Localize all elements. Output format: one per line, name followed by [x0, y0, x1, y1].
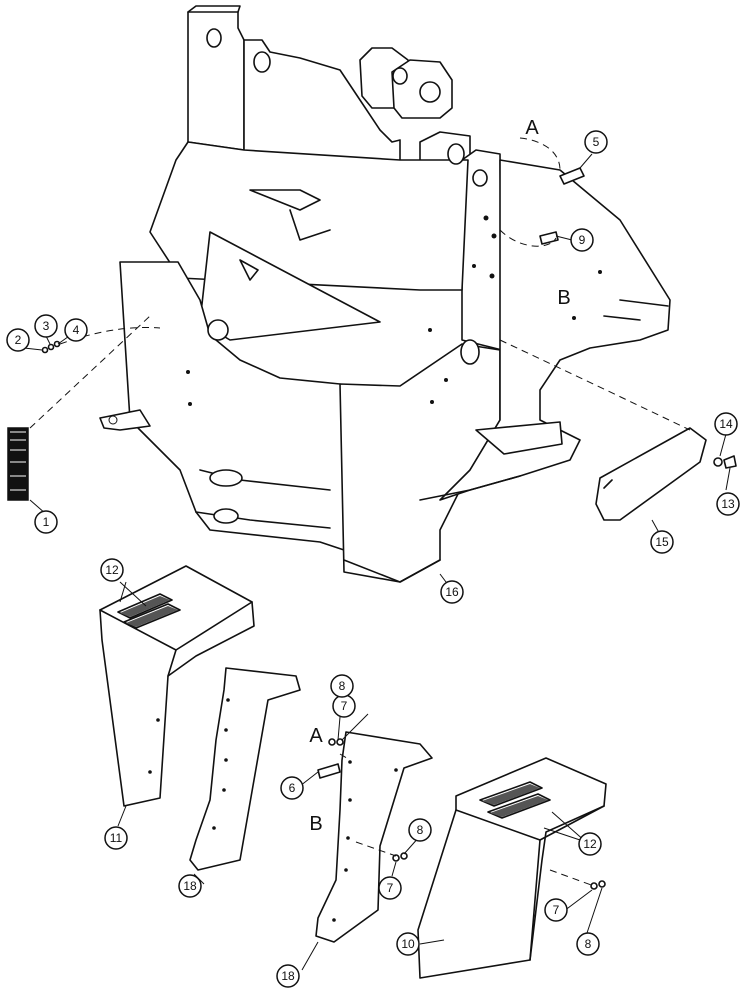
callout-7: 7 [332, 694, 356, 718]
callout-number: 2 [15, 333, 22, 347]
callout-13: 13 [716, 492, 740, 516]
fender-left [99, 565, 255, 807]
callout-18: 18 [178, 874, 202, 898]
callout-number: 10 [401, 937, 415, 951]
callout-circle [6, 328, 30, 352]
callout-5: 5 [584, 130, 608, 154]
callout-1: 1 [34, 510, 58, 534]
fender-right [417, 757, 607, 979]
rubber-pad [7, 427, 29, 501]
callout-7: 7 [378, 876, 402, 900]
callout-16: 16 [440, 580, 464, 604]
hardware-small [41, 167, 606, 890]
callout-circle [330, 674, 354, 698]
reference-letters: A B A B [309, 117, 570, 835]
callout-number: 4 [73, 323, 80, 337]
callout-number: 18 [281, 969, 295, 983]
callout-circle [378, 876, 402, 900]
ref-letter-b: B [557, 287, 570, 309]
callout-number: 7 [341, 699, 348, 713]
callout-8: 8 [330, 674, 354, 698]
callout-3: 3 [34, 314, 58, 338]
callout-number: 14 [719, 417, 733, 431]
callout-number: 12 [583, 837, 597, 851]
callout-circle [276, 964, 300, 988]
callout-number: 9 [579, 233, 586, 247]
callout-number: 12 [105, 563, 119, 577]
callout-circle [34, 510, 58, 534]
callout-circle [584, 130, 608, 154]
callout-6: 6 [280, 776, 304, 800]
callout-number: 7 [387, 881, 394, 895]
callout-circle [280, 776, 304, 800]
callout-circle [576, 932, 600, 956]
callout-circle [178, 874, 202, 898]
callout-circle [104, 826, 128, 850]
callout-8: 8 [576, 932, 600, 956]
callout-number: 7 [553, 903, 560, 917]
callout-15: 15 [650, 530, 674, 554]
callout-number: 6 [289, 781, 296, 795]
ref-letter-b: B [309, 813, 322, 835]
callout-18: 18 [276, 964, 300, 988]
callout-14: 14 [714, 412, 738, 436]
callout-circle [396, 932, 420, 956]
callout-circle [716, 492, 740, 516]
callout-circle [650, 530, 674, 554]
callout-number: 8 [585, 937, 592, 951]
callout-circle [714, 412, 738, 436]
callout-circle [440, 580, 464, 604]
bracket-left [189, 667, 301, 871]
callout-circle [64, 318, 88, 342]
callout-9: 9 [570, 228, 594, 252]
callout-circle [408, 818, 432, 842]
callout-circle [100, 558, 124, 582]
cover-plate [595, 427, 707, 521]
callout-number: 18 [183, 879, 197, 893]
callout-2: 2 [6, 328, 30, 352]
washer-and-bolt [713, 455, 737, 469]
bracket-right [315, 731, 433, 943]
callout-number: 15 [655, 535, 669, 549]
ref-letter-a: A [309, 725, 323, 747]
callout-11: 11 [104, 826, 128, 850]
callout-number: 5 [593, 135, 600, 149]
callout-number: 8 [417, 823, 424, 837]
callout-number: 11 [110, 831, 123, 845]
callout-number: 8 [339, 679, 346, 693]
callout-number: 13 [721, 497, 735, 511]
ref-letter-a: A [525, 117, 539, 139]
callout-7: 7 [544, 898, 568, 922]
callout-4: 4 [64, 318, 88, 342]
callout-circle [570, 228, 594, 252]
callout-number: 1 [43, 515, 50, 529]
callout-12: 12 [100, 558, 124, 582]
callout-circle [544, 898, 568, 922]
callout-number: 16 [445, 585, 459, 599]
callout-8: 8 [408, 818, 432, 842]
callout-circle [34, 314, 58, 338]
callout-circle [578, 832, 602, 856]
callout-number: 3 [43, 319, 50, 333]
callout-12: 12 [578, 832, 602, 856]
loader-frame [99, 5, 671, 583]
callout-10: 10 [396, 932, 420, 956]
